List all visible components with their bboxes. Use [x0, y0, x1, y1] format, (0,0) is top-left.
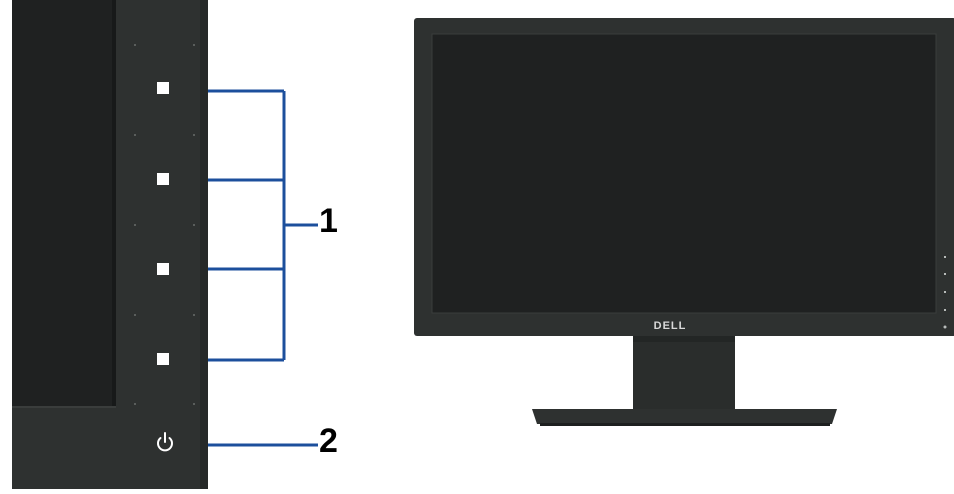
monitor-stand-neck-shadow — [633, 336, 735, 342]
monitor-stand-base-shadow — [540, 423, 830, 426]
screen-closeup-inner-edge — [112, 0, 116, 406]
bezel-closeup-edge — [200, 0, 208, 489]
brand-logo: DELL — [653, 320, 687, 332]
monitor-button-dots — [943, 256, 947, 329]
power-icon[interactable] — [157, 432, 173, 452]
monitor-stand-base — [532, 409, 837, 424]
monitor-full-view — [414, 18, 954, 426]
square-button-icon[interactable] — [157, 82, 169, 94]
square-button-icon[interactable] — [157, 263, 169, 275]
bezel-tick-marks — [134, 44, 195, 405]
monitor-stand-neck — [633, 336, 735, 410]
callout-2-label: 2 — [319, 422, 338, 460]
callout-1-label: 1 — [319, 202, 338, 240]
square-button-icon[interactable] — [157, 173, 169, 185]
square-button-icon[interactable] — [157, 353, 169, 365]
callout-1-bracket — [208, 89, 318, 362]
bezel-closeup — [12, 0, 208, 489]
screen-closeup — [12, 0, 116, 406]
monitor-screen — [431, 33, 937, 314]
